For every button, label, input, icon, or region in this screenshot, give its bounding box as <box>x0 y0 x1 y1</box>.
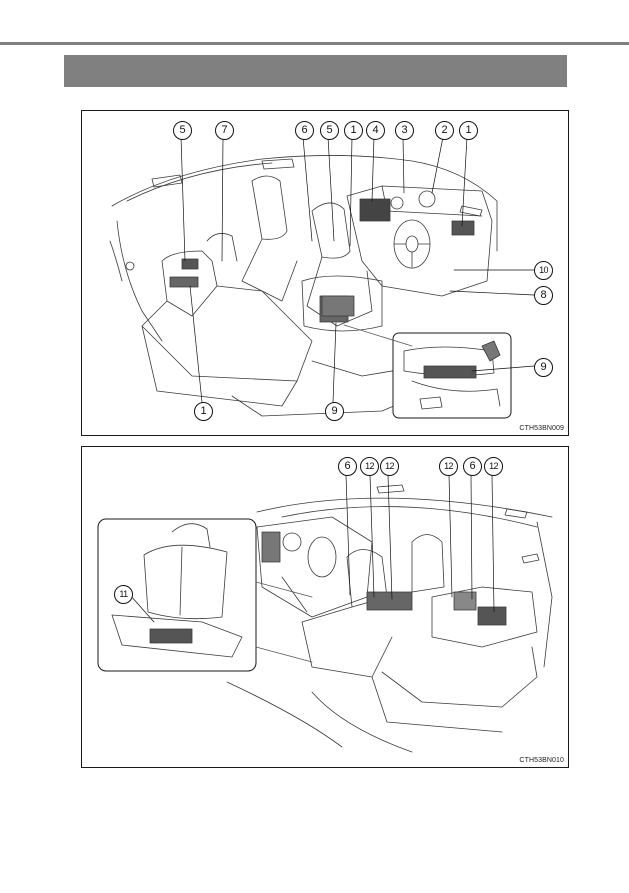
callout-9-b: 9 <box>325 402 344 421</box>
callout-1-b: 1 <box>459 121 478 140</box>
front-interior-illustration <box>109 136 535 419</box>
callout-6-a: 6 <box>338 457 357 476</box>
top-rule <box>0 42 629 45</box>
callout-1-a: 1 <box>344 121 363 140</box>
callout-12-d: 12 <box>484 457 503 476</box>
callout-1-c: 1 <box>194 402 213 421</box>
callout-5: 5 <box>173 121 192 140</box>
figure-rear-interior: 6 12 12 12 6 12 11 CTH53BN010 <box>81 446 569 768</box>
callout-6: 6 <box>295 121 314 140</box>
callout-10: 10 <box>534 261 553 280</box>
callout-9-a: 9 <box>534 358 553 377</box>
callout-12-c: 12 <box>439 457 458 476</box>
callout-11: 11 <box>114 585 133 604</box>
callout-3: 3 <box>395 121 414 140</box>
figure-front-interior: 5 7 6 5 1 4 3 2 1 10 8 9 1 9 CTH53BN009 <box>81 110 569 436</box>
callout-2: 2 <box>435 121 454 140</box>
callout-8: 8 <box>534 286 553 305</box>
callout-5-b: 5 <box>320 121 339 140</box>
figure-code: CTH53BN009 <box>519 425 564 432</box>
callout-6-b: 6 <box>463 457 482 476</box>
callout-12-a: 12 <box>360 457 379 476</box>
rear-interior-illustration <box>97 474 553 753</box>
callout-12-b: 12 <box>380 457 399 476</box>
callout-4: 4 <box>366 121 385 140</box>
section-header-bar <box>64 55 567 87</box>
figure-code: CTH53BN010 <box>519 757 564 764</box>
callout-7: 7 <box>215 121 234 140</box>
